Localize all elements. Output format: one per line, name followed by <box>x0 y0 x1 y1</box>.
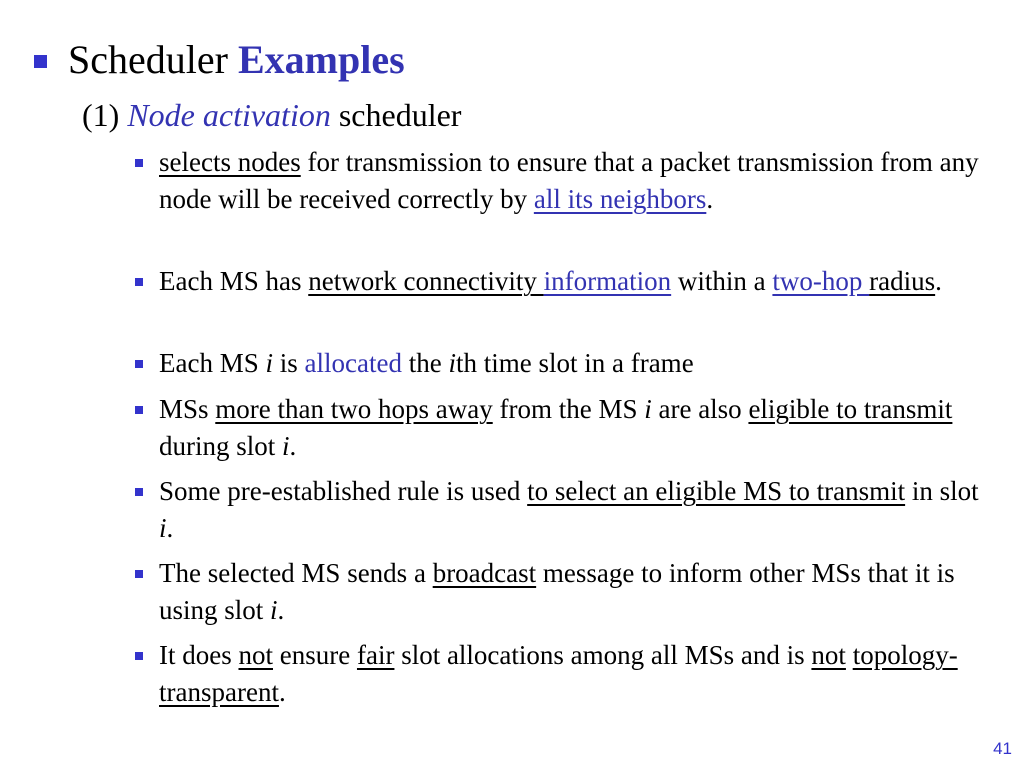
underlined-text: topology-transparent <box>159 640 958 707</box>
underlined-text: selects nodes <box>159 147 301 177</box>
item-text: message to inform other MSs that it is u… <box>159 558 955 625</box>
subhead-suffix: scheduler <box>330 97 462 133</box>
underlined-text: network connectivity <box>308 266 544 296</box>
item-text: . <box>289 431 297 461</box>
underlined-text: eligible to transmit <box>748 394 953 424</box>
list-item-6: The selected MS sends a broadcast messag… <box>135 555 989 629</box>
item-text: is <box>273 348 305 378</box>
highlighted-text: information <box>543 266 672 296</box>
list-item-4: MSs more than two hops away from the MS … <box>135 391 989 465</box>
title-prefix: Scheduler <box>68 37 238 82</box>
bullet-icon <box>135 570 143 578</box>
page-number: 41 <box>993 739 1012 758</box>
list-item-7: It does not ensure fair slot allocations… <box>135 637 989 711</box>
variable-text: i <box>282 431 290 461</box>
highlighted-text: allocated <box>304 348 402 378</box>
variable-text: i <box>270 595 278 625</box>
item-text: in slot <box>905 476 979 506</box>
underlined-text: broadcast <box>432 558 537 588</box>
item-text: . <box>706 184 714 214</box>
item-text: Each MS has <box>159 266 309 296</box>
variable-text: i <box>265 348 273 378</box>
item-text: . <box>278 677 286 707</box>
item-text: during slot <box>159 431 283 461</box>
bullet-icon <box>135 488 143 496</box>
item-text: ensure <box>273 640 357 670</box>
highlighted-text: two-hop <box>772 266 870 296</box>
bullet-icon <box>135 652 143 660</box>
item-text: . <box>166 513 174 543</box>
highlighted-text: all its neighbors <box>533 184 707 214</box>
slide-title: Scheduler Examples <box>68 37 405 83</box>
variable-text: i <box>644 394 652 424</box>
item-text: the <box>401 348 449 378</box>
item-text: MSs <box>159 394 216 424</box>
title-bullet-icon <box>34 55 47 68</box>
item-text: from the MS <box>492 394 645 424</box>
item-text: are also <box>651 394 749 424</box>
underlined-text: fair <box>356 640 395 670</box>
underlined-text: radius <box>869 266 936 296</box>
subhead-emphasis: Node activation <box>127 97 331 133</box>
item-text: Each MS <box>159 348 266 378</box>
underlined-text: to select an eligible MS to transmit <box>527 476 906 506</box>
bullet-icon <box>135 159 143 167</box>
item-text: . <box>935 266 942 296</box>
underlined-text: not <box>238 640 273 670</box>
list-item-1: selects nodes for transmission to ensure… <box>135 144 989 218</box>
item-text: It does <box>159 640 239 670</box>
bullet-icon <box>135 360 143 368</box>
title-emphasis: Examples <box>237 37 405 82</box>
item-text <box>846 640 853 670</box>
item-text: . <box>277 595 285 625</box>
item-text: Some pre-established rule is used <box>159 476 528 506</box>
list-item-5: Some pre-established rule is used to sel… <box>135 473 989 547</box>
underlined-text: not <box>811 640 846 670</box>
list-item-2: Each MS has network connectivity informa… <box>135 263 989 300</box>
variable-text: i <box>448 348 456 378</box>
item-text: for transmission to ensure that a packet… <box>159 147 979 214</box>
bullet-icon <box>135 278 143 286</box>
item-text: within a <box>671 266 773 296</box>
list-item-3: Each MS i is allocated the ith time slot… <box>135 345 989 382</box>
item-text: th time slot in a frame <box>455 348 694 378</box>
item-text: slot allocations among all MSs and is <box>394 640 812 670</box>
bullet-icon <box>135 406 143 414</box>
underlined-text: more than two hops away <box>215 394 493 424</box>
variable-text: i <box>159 513 167 543</box>
subheading: (1) Node activation scheduler <box>82 95 461 135</box>
item-text: The selected MS sends a <box>159 558 433 588</box>
subhead-number: (1) <box>82 97 128 133</box>
